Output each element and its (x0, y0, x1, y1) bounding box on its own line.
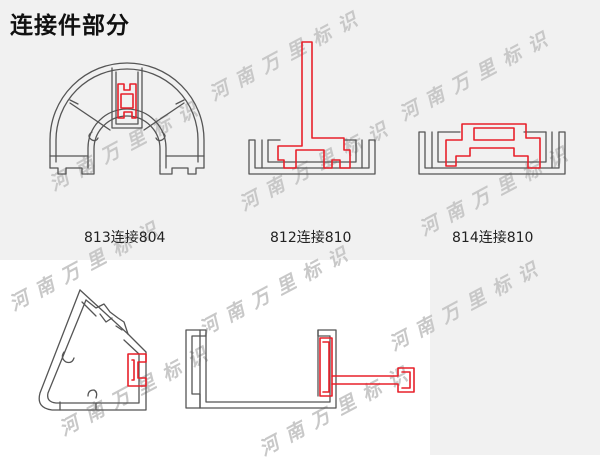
caption-fig3: 814连接810 (452, 230, 534, 246)
connector-813-highlight (117, 83, 137, 119)
caption-fig1: 813连接804 (84, 230, 166, 246)
profile-corner (38, 289, 147, 411)
connector-channel-highlight (319, 337, 415, 397)
caption-fig2: 812连接810 (270, 230, 352, 246)
background-band-right (430, 260, 600, 455)
profile-813-804 (49, 62, 205, 175)
page-title: 连接件部分 (10, 13, 130, 39)
profile-814-810 (418, 131, 566, 175)
profile-channel (185, 329, 337, 409)
connector-812-highlight (277, 41, 351, 169)
profile-812-810 (248, 139, 376, 175)
connector-814-highlight (445, 123, 541, 169)
connector-corner-highlight (127, 353, 147, 387)
